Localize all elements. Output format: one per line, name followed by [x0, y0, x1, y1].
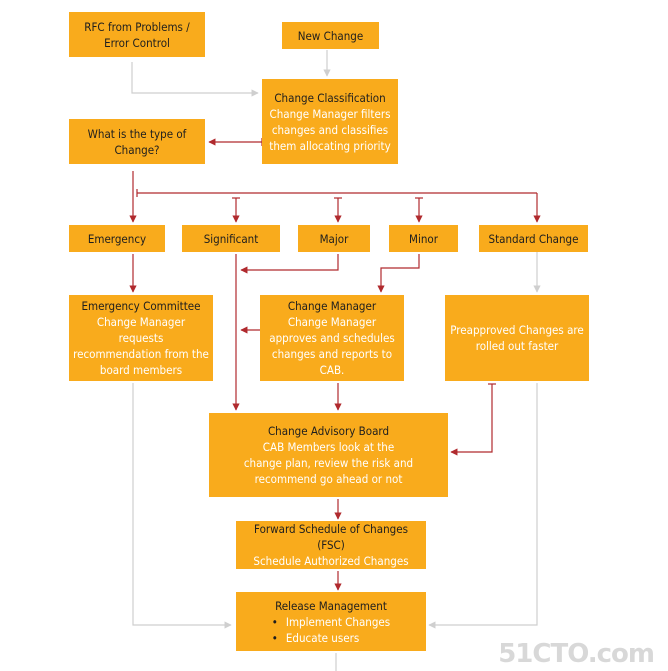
fsc-node-title: Forward Schedule of Changes (FSC)	[254, 522, 408, 552]
emergency-committee-node-body: Change Manager requests recommendation f…	[73, 315, 209, 377]
preapproved-node: Preapproved Changes are rolled out faste…	[445, 295, 589, 381]
fsc-node: Forward Schedule of Changes (FSC) Schedu…	[236, 521, 426, 569]
emergency-committee-node-title: Emergency Committee	[81, 299, 201, 313]
new-change-node-title: New Change	[297, 28, 364, 43]
release-management-node: Release Management Implement Changes Edu…	[236, 592, 426, 651]
minor-to-change-manager-arrow	[377, 254, 420, 293]
type-question-node-title: What is the type of Change?	[87, 126, 187, 157]
release-management-list: Implement Changes Educate users	[272, 614, 390, 646]
major-node: Major	[298, 225, 370, 252]
minor-node-title: Minor	[409, 231, 438, 246]
significant-node: Significant	[182, 225, 280, 252]
emergency-node: Emergency	[69, 225, 165, 252]
preapproved-to-cab-arrow	[450, 384, 493, 456]
preapproved-node-body: Preapproved Changes are rolled out faste…	[450, 323, 584, 353]
cab-node: Change Advisory Board CAB Members look a…	[209, 413, 448, 497]
release-management-node-title: Release Management	[275, 598, 387, 613]
standard-change-node: Standard Change	[479, 225, 588, 252]
change-manager-node-body: Change Manager approves and schedules ch…	[269, 315, 395, 377]
release-item-educate: Educate users	[272, 630, 390, 646]
emergency-committee-node: Emergency Committee Change Manager reque…	[69, 295, 213, 381]
new-change-node: New Change	[282, 22, 379, 49]
classification-node-title: Change Classification	[274, 90, 386, 105]
change-manager-node-title: Change Manager	[287, 299, 377, 313]
watermark: 51CTO.com	[498, 639, 655, 669]
change-manager-node: Change Manager Change Manager approves a…	[260, 295, 404, 381]
cab-node-body: CAB Members look at the change plan, rev…	[243, 440, 414, 486]
minor-node: Minor	[389, 225, 458, 252]
preapproved-to-release-connector	[428, 383, 538, 629]
fsc-node-body: Schedule Authorized Changes	[253, 554, 409, 568]
major-node-title: Major	[319, 231, 349, 246]
classification-node-body: Change Manager filters changes and class…	[269, 106, 391, 153]
significant-node-title: Significant	[203, 231, 259, 246]
standard-change-node-title: Standard Change	[488, 231, 579, 246]
release-item-implement: Implement Changes	[272, 614, 390, 630]
rfc-node: RFC from Problems / Error Control	[69, 12, 205, 57]
cab-node-title: Change Advisory Board	[267, 424, 390, 438]
type-question-node: What is the type of Change?	[69, 119, 205, 164]
emergency-node-title: Emergency	[87, 231, 147, 246]
classification-node: Change Classification Change Manager fil…	[262, 79, 398, 164]
rfc-to-classification-connector	[131, 62, 259, 97]
major-to-cab-line-arrow	[240, 254, 339, 274]
emergency-committee-to-release-connector	[132, 383, 232, 629]
rfc-node-title: RFC from Problems / Error Control	[84, 19, 190, 50]
